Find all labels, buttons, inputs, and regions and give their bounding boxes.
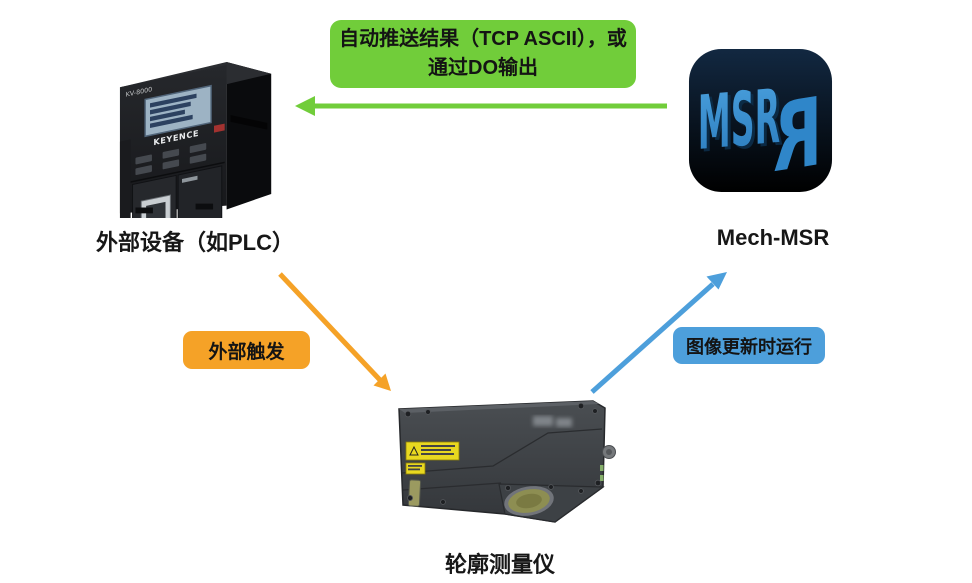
msr-mirrored-letter: R bbox=[773, 77, 822, 193]
laser-warning-label bbox=[405, 441, 460, 461]
profiler-status-led bbox=[600, 475, 604, 481]
profiler-side-window bbox=[407, 479, 422, 507]
profiler-screws bbox=[404, 402, 602, 505]
plc-door-label bbox=[182, 175, 198, 183]
msr-letters: MSR bbox=[698, 73, 780, 167]
profiler-lens-center bbox=[516, 493, 542, 509]
plc-side-vent bbox=[230, 115, 268, 130]
plc-device-image: KV-8000 KEYENCE bbox=[119, 62, 272, 218]
up-right-arrowhead-icon bbox=[706, 272, 727, 290]
down-right-arrowhead-icon bbox=[373, 373, 391, 391]
auto-push-label: 自动推送结果（TCP ASCII），或 通过DO输出 bbox=[330, 20, 636, 88]
plc-lcd-line bbox=[150, 109, 185, 122]
auto-push-label-line1: 自动推送结果（TCP ASCII），或 bbox=[339, 28, 627, 50]
profiler-device-image bbox=[398, 400, 616, 523]
profiler-seam bbox=[401, 428, 603, 474]
msr-letters-shadow: MSR bbox=[701, 76, 783, 170]
plc-foot bbox=[135, 207, 153, 214]
plc-foot bbox=[195, 203, 214, 210]
plc-button-row bbox=[135, 143, 207, 176]
auto-push-label-line2: 通过DO输出 bbox=[428, 57, 538, 79]
svg-text:R: R bbox=[773, 77, 822, 193]
profiler-logo-blurred bbox=[533, 416, 572, 427]
plc-lcd-line bbox=[150, 93, 197, 108]
plc-left-strip bbox=[119, 139, 131, 218]
plc-red-indicator bbox=[213, 123, 225, 133]
plc-lcd-line bbox=[150, 101, 191, 115]
auto-push-arrow bbox=[295, 96, 667, 116]
plc-lcd-line bbox=[150, 114, 193, 129]
left-arrowhead-icon bbox=[295, 96, 315, 116]
plc-right-door bbox=[177, 165, 223, 218]
external-trigger-label: 外部触发 bbox=[183, 331, 310, 369]
external-device-caption: 外部设备（如PLC） bbox=[95, 230, 294, 255]
plc-side-face bbox=[226, 62, 272, 210]
run-on-update-label: 图像更新时运行 bbox=[673, 327, 825, 364]
mech-msr-caption: Mech-MSR bbox=[716, 225, 830, 250]
profiler-status-led bbox=[600, 465, 604, 471]
mech-msr-app-icon: MSR MSR R bbox=[688, 48, 833, 193]
msr-icon-background bbox=[688, 48, 833, 193]
laser-warning-label-small bbox=[405, 462, 426, 475]
profiler-top-edge bbox=[399, 401, 599, 413]
profiler-caption: 轮廓测量仪 bbox=[444, 552, 555, 577]
plc-divider bbox=[121, 161, 225, 185]
profiler-connector-pin bbox=[606, 449, 612, 455]
